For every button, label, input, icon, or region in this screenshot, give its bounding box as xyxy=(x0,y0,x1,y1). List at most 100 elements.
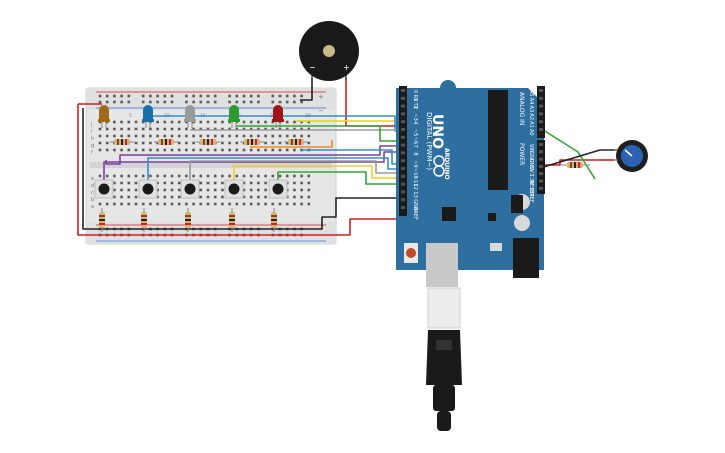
breadboard-hole xyxy=(249,120,253,124)
breadboard-hole xyxy=(307,188,311,192)
dc-power-jack xyxy=(513,238,539,278)
digital-pin[interactable] xyxy=(401,159,405,163)
analog-pin[interactable] xyxy=(539,104,543,108)
breadboard-hole xyxy=(293,120,296,124)
breadboard-hole xyxy=(120,127,123,131)
breadboard-hole xyxy=(98,148,102,152)
power-pin[interactable] xyxy=(539,143,543,146)
digital-pin[interactable] xyxy=(401,190,405,194)
power-pin-label: IOREF xyxy=(528,188,534,203)
power-pin[interactable] xyxy=(539,164,543,168)
analog-pin[interactable] xyxy=(539,96,543,100)
digital-pin[interactable] xyxy=(401,120,405,124)
wire-orange xyxy=(250,140,333,148)
digital-pin[interactable] xyxy=(401,167,405,170)
breadboard-hole xyxy=(235,127,239,131)
digital-pin[interactable] xyxy=(401,89,405,92)
rail-hole xyxy=(206,94,210,98)
breadboard-hole xyxy=(134,195,138,199)
digital-pin[interactable] xyxy=(401,128,405,131)
analog-pin-label: A0 xyxy=(528,129,534,136)
power-pin[interactable] xyxy=(539,157,543,161)
breadboard-hole xyxy=(221,195,224,199)
digital-pin[interactable] xyxy=(401,104,405,108)
usb-cable xyxy=(426,287,462,431)
breadboard-hole xyxy=(192,127,195,131)
digital-pin-label: 2 xyxy=(412,106,418,109)
breadboard-hole xyxy=(293,134,296,138)
breadboard-hole xyxy=(120,195,123,199)
breadboard-hole xyxy=(134,134,138,138)
breadboard-hole xyxy=(249,148,253,152)
breadboard-row-letters: j i h g f e d c b a xyxy=(90,122,94,210)
breadboard-hole xyxy=(228,202,231,206)
digital-pin[interactable] xyxy=(401,151,405,155)
digital-pin[interactable] xyxy=(401,143,405,147)
rail-hole xyxy=(213,100,217,104)
analog-pin-label: A5 xyxy=(528,90,534,97)
digital-pin[interactable] xyxy=(401,198,405,202)
breadboard-hole xyxy=(242,181,246,185)
breadboard-hole xyxy=(170,202,174,206)
breadboard-hole xyxy=(300,195,303,199)
power-pin[interactable] xyxy=(539,172,543,176)
breadboard-hole xyxy=(163,195,167,199)
digital-pin-label: 1 TX xyxy=(412,98,418,110)
power-pin-label: 5V xyxy=(528,166,534,173)
breadboard-hole xyxy=(206,181,210,185)
breadboard-hole xyxy=(113,134,116,138)
power-pin[interactable] xyxy=(539,150,543,154)
breadboard-hole xyxy=(278,148,282,152)
breadboard-hole xyxy=(163,202,167,206)
push-button-4[interactable] xyxy=(224,179,244,199)
breadboard-hole xyxy=(213,148,217,152)
digital-pin-label: ~3 xyxy=(412,113,418,120)
rail-hole xyxy=(271,94,275,98)
resistor xyxy=(196,139,220,145)
digital-pin-label: ~9 xyxy=(412,160,418,167)
power-pin[interactable] xyxy=(539,179,543,183)
breadboard-hole xyxy=(127,120,131,124)
analog-pin[interactable] xyxy=(539,112,543,116)
analog-pin[interactable] xyxy=(539,89,543,92)
digital-pin[interactable] xyxy=(401,135,405,139)
rail-hole xyxy=(285,100,289,104)
breadboard-hole xyxy=(199,202,203,206)
power-pin[interactable] xyxy=(539,186,543,190)
push-button-1[interactable] xyxy=(94,179,114,199)
digital-pin[interactable] xyxy=(401,182,405,186)
rail-hole xyxy=(185,100,188,104)
wire-btn-green xyxy=(277,171,402,185)
digital-pin[interactable] xyxy=(401,112,405,116)
rail-hole xyxy=(213,94,217,98)
breadboard-hole xyxy=(177,148,181,152)
breadboard-hole xyxy=(192,141,195,145)
push-button-2[interactable] xyxy=(138,179,158,199)
push-button-5[interactable] xyxy=(268,179,288,199)
analog-pin[interactable] xyxy=(539,120,543,124)
breadboard-hole xyxy=(307,141,311,145)
digital-pin-label: AREF xyxy=(412,207,418,220)
digital-pin[interactable] xyxy=(401,174,405,178)
rail-hole xyxy=(300,100,303,104)
breadboard-hole xyxy=(257,148,260,152)
breadboard-hole xyxy=(163,188,167,192)
push-button-3[interactable] xyxy=(180,179,200,199)
breadboard-hole xyxy=(98,141,102,145)
digital-pin-label: 13 xyxy=(412,191,418,197)
rail-hole xyxy=(98,100,102,104)
breadboard-hole xyxy=(149,174,152,178)
digital-pin[interactable] xyxy=(401,96,405,100)
breadboard-hole xyxy=(206,127,210,131)
analog-header xyxy=(537,86,545,138)
breadboard-hole xyxy=(271,134,275,138)
breadboard-hole xyxy=(199,188,203,192)
breadboard-hole xyxy=(293,188,296,192)
digital-pin[interactable] xyxy=(401,206,405,209)
breadboard-hole xyxy=(127,202,131,206)
rail-hole xyxy=(235,94,239,98)
analog-pin[interactable] xyxy=(539,128,543,131)
rail-hole xyxy=(163,100,167,104)
breadboard-hole xyxy=(307,134,311,138)
breadboard-hole xyxy=(228,148,231,152)
